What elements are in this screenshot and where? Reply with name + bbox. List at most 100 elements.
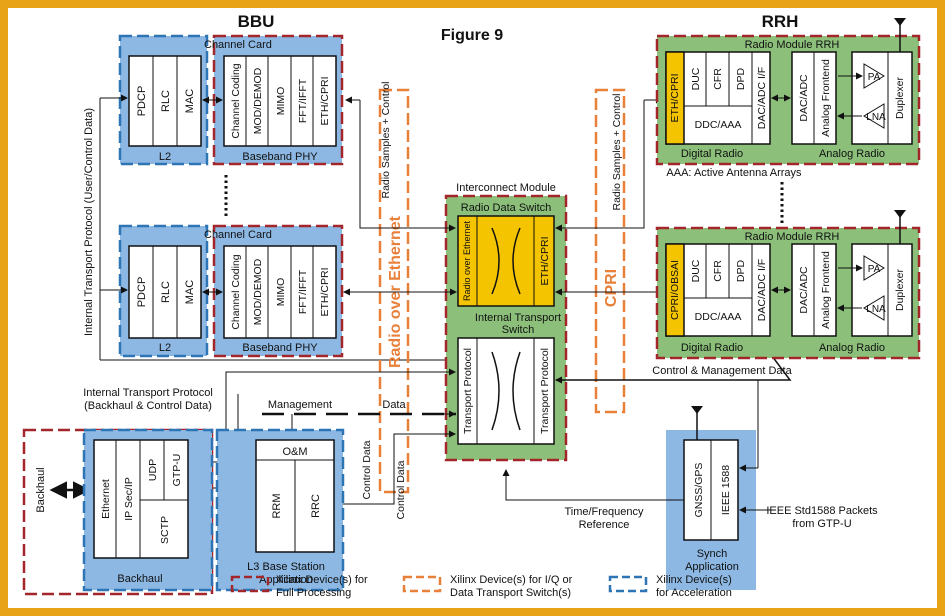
pa-lna-box bbox=[851, 243, 913, 337]
figure-title: Figure 9 bbox=[441, 27, 503, 44]
control-data-link bbox=[336, 430, 456, 505]
rrm-label: RRM bbox=[271, 493, 283, 518]
transport-switch bbox=[457, 337, 555, 445]
legend-swatch-full-processing bbox=[230, 575, 270, 593]
ieee-packets-label-2: from GTP-U bbox=[792, 518, 851, 530]
switch-roe-label: Radio over Ethernet bbox=[462, 220, 472, 301]
time-freq-link bbox=[502, 469, 684, 501]
backhaul-protocol-label-2: (Backhaul & Control Data) bbox=[84, 400, 212, 412]
phy-channel-coding: Channel Coding bbox=[230, 63, 242, 138]
interconnect-module: Interconnect Module Radio Data Switch Ra… bbox=[444, 182, 568, 462]
digital-radio-label: Digital Radio bbox=[681, 148, 743, 160]
rrc-label: RRC bbox=[310, 494, 322, 518]
backhaul-ipsec: IP Sec/IP bbox=[123, 477, 135, 521]
transport-cross-icon bbox=[491, 351, 521, 431]
dac-adc-label: DAC/ADC bbox=[798, 74, 810, 122]
phy-stack bbox=[223, 55, 337, 147]
pa-label: PA bbox=[868, 72, 881, 83]
gnss-label: GNSS/GPS bbox=[693, 463, 705, 518]
pa-icon bbox=[863, 255, 885, 281]
pa-icon bbox=[863, 63, 885, 89]
diagram-frame: BBU Figure 9 RRH Channel Card PDCP RLC M… bbox=[8, 8, 937, 608]
radio-data-switch-label: Radio Data Switch bbox=[461, 202, 552, 214]
rrh-interface bbox=[665, 51, 685, 145]
l3-label-2: Application bbox=[259, 574, 313, 586]
channel-card-1: Channel Card PDCP RLC MAC L2 Channel Cod… bbox=[118, 34, 344, 166]
duplexer-label: Duplexer bbox=[894, 76, 906, 119]
legend-accel-2: for Acceleration bbox=[656, 587, 732, 599]
switch-rrh1-link bbox=[555, 100, 645, 232]
lna-icon bbox=[863, 103, 885, 129]
legend-swatch-transport bbox=[402, 575, 442, 593]
backhaul-udp: UDP bbox=[147, 459, 159, 481]
cfr-label: CFR bbox=[712, 68, 724, 90]
analog-frontend-label: Analog Frontend bbox=[820, 59, 832, 137]
rrh-interface-label: ETH/CPRI bbox=[669, 73, 681, 122]
backhaul-box-label: Backhaul bbox=[117, 573, 162, 585]
l2-rlc: RLC bbox=[160, 90, 172, 112]
analog-radio-label: Analog Radio bbox=[819, 148, 885, 160]
control-data-label-2: Control Data bbox=[395, 460, 407, 519]
channel-card-label: Channel Card bbox=[204, 39, 272, 51]
phy-label: Baseband PHY bbox=[242, 151, 318, 163]
data-label: Data bbox=[382, 399, 406, 411]
radio-module-title: Radio Module RRH bbox=[745, 231, 840, 243]
radio-module-1: Radio Module RRH ETH/CPRI DUC CFR DPD DD… bbox=[655, 18, 921, 179]
internal-transport-label: Internal Transport Protocol (User/Contro… bbox=[83, 108, 95, 336]
time-freq-label-1: Time/Frequency bbox=[564, 506, 644, 518]
backhaul-protocol-label-1: Internal Transport Protocol bbox=[83, 387, 213, 399]
dac-adc-label: DAC/ADC bbox=[798, 266, 810, 314]
l2-rlc: RLC bbox=[160, 281, 172, 303]
l2-label: L2 bbox=[159, 342, 171, 354]
dpd-label: DPD bbox=[735, 259, 747, 282]
dac-adc-if-label: DAC/ADC I/F bbox=[756, 67, 768, 129]
analog-radio-label: Analog Radio bbox=[819, 342, 885, 354]
dac-adc-if-label: DAC/ADC I/F bbox=[756, 259, 768, 321]
radio-samples-label-2: Radio Samples + Control bbox=[611, 93, 623, 210]
phy-mimo: MIMO bbox=[275, 87, 287, 116]
backhaul-ethernet: Ethernet bbox=[100, 479, 112, 519]
transport-protocol-right: Transport Protocol bbox=[539, 348, 551, 434]
legend-transport-1: Xilinx Device(s) for I/Q or bbox=[450, 574, 573, 586]
architecture-diagram: BBU Figure 9 RRH Channel Card PDCP RLC M… bbox=[22, 12, 921, 599]
legend-full-1: Xilinx Device(s) for bbox=[276, 574, 368, 586]
ieee1588-label: IEEE 1588 bbox=[720, 465, 732, 515]
interconnect-title: Interconnect Module bbox=[456, 182, 556, 194]
cfr-label: CFR bbox=[712, 260, 724, 282]
l2-label: L2 bbox=[159, 151, 171, 163]
l2-pdcp: PDCP bbox=[136, 86, 148, 117]
bbu-header: BBU bbox=[238, 12, 275, 31]
rrh-header: RRH bbox=[762, 12, 799, 31]
phy-stack bbox=[223, 245, 337, 339]
oam-label: O&M bbox=[282, 446, 307, 458]
switch-eth-cpri-label: ETH/CPRI bbox=[539, 236, 551, 285]
phy-fft: FFT/IFFT bbox=[297, 269, 309, 314]
l2-pdcp: PDCP bbox=[136, 277, 148, 308]
lna-label: LNA bbox=[866, 112, 886, 123]
l3-label-1: L3 Base Station bbox=[247, 561, 325, 573]
backhaul-sctp: SCTP bbox=[159, 516, 171, 544]
pa-label: PA bbox=[868, 264, 881, 275]
backhaul-gtpu: GTP-U bbox=[171, 454, 183, 487]
switch-cross-icon bbox=[491, 227, 521, 295]
phy-channel-coding: Channel Coding bbox=[230, 254, 242, 329]
digital-radio-label: Digital Radio bbox=[681, 342, 743, 354]
legend-full-2: Full Processing bbox=[276, 587, 351, 599]
ddc-label: DDC/AAA bbox=[695, 311, 742, 323]
dpd-label: DPD bbox=[735, 67, 747, 90]
duplexer-label: Duplexer bbox=[894, 268, 906, 311]
phy-fft: FFT/IFFT bbox=[297, 78, 309, 123]
rrh-interface-label: CPRI/OBSAI bbox=[669, 260, 681, 320]
duc-label: DUC bbox=[690, 259, 702, 282]
phy-eth-cpri: ETH/CPRI bbox=[319, 76, 331, 125]
l2-mac: MAC bbox=[184, 89, 196, 114]
phy-label: Baseband PHY bbox=[242, 342, 318, 354]
cpri-label: CPRI bbox=[603, 269, 620, 307]
legend: Xilinx Device(s) for Full Processing Xil… bbox=[230, 574, 732, 599]
aaa-note: AAA: Active Antenna Arrays bbox=[666, 167, 802, 179]
radio-data-switch bbox=[457, 215, 555, 307]
lna-label: LNA bbox=[866, 304, 886, 315]
control-data-label-1: Control Data bbox=[361, 440, 373, 499]
time-freq-label-2: Reference bbox=[579, 519, 630, 531]
phy-eth-cpri: ETH/CPRI bbox=[319, 267, 331, 316]
